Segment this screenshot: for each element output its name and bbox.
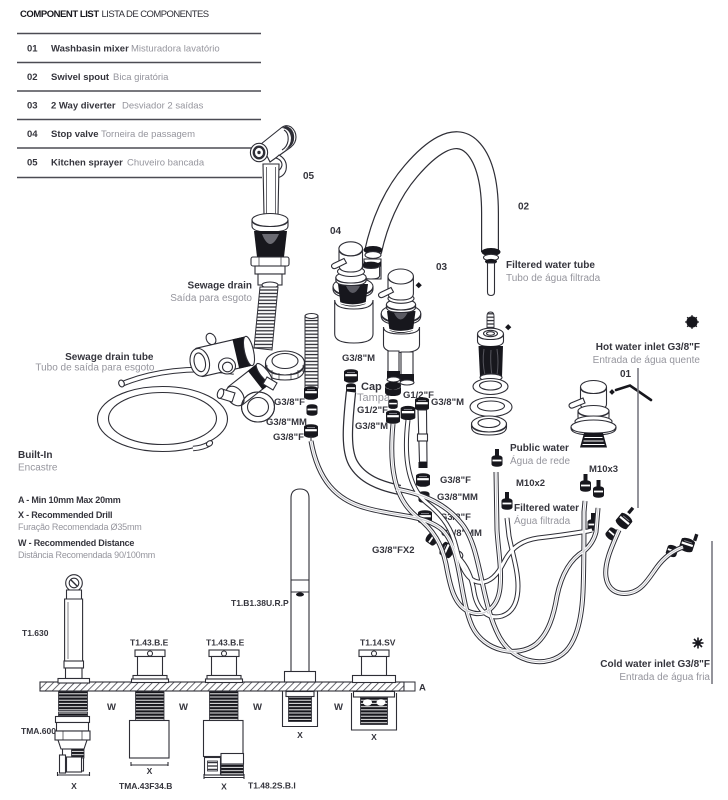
svg-text:02: 02 [518,202,530,213]
svg-text:Torneira de passagem: Torneira de passagem [101,129,195,140]
svg-text:Entrada de água quente: Entrada de água quente [593,355,701,366]
svg-text:Furação Recomendada Ø35mm: Furação Recomendada Ø35mm [18,522,142,532]
svg-text:G3/8"F: G3/8"F [274,397,305,408]
svg-text:G1/2"F: G1/2"F [403,390,434,401]
svg-text:G3/8"F: G3/8"F [440,475,471,486]
svg-text:W - Recommended Distance: W - Recommended Distance [18,538,134,548]
svg-text:01: 01 [620,369,632,380]
svg-text:W: W [253,702,262,713]
svg-text:Tubo de água filtrada: Tubo de água filtrada [506,273,601,284]
svg-text:M10x3: M10x3 [589,464,618,475]
svg-text:03: 03 [436,262,448,273]
svg-text:03: 03 [27,101,38,112]
svg-text:Saída para esgoto: Saída para esgoto [170,293,252,304]
svg-text:Misturadora lavatório: Misturadora lavatório [131,44,220,55]
svg-text:G3/8"MM: G3/8"MM [437,492,478,503]
svg-text:Cold water inlet G3/8"F: Cold water inlet G3/8"F [600,659,710,670]
svg-text:G3/8"F: G3/8"F [273,432,304,443]
svg-text:X: X [371,732,377,742]
svg-text:Washbasin mixer: Washbasin mixer [51,44,129,55]
svg-text:Hot water inlet G3/8"F: Hot water inlet G3/8"F [596,342,700,353]
svg-text:Sewage drain tube: Sewage drain tube [65,352,154,363]
svg-text:G1/2"F: G1/2"F [357,405,388,416]
svg-text:X: X [297,730,303,740]
svg-text:W: W [179,702,188,713]
svg-text:02: 02 [27,72,38,83]
svg-text:Desviador 2 saídas: Desviador 2 saídas [122,101,204,112]
svg-text:X: X [71,781,77,791]
svg-text:Built-In: Built-In [18,450,52,461]
svg-text:TMA.43F34.B: TMA.43F34.B [119,781,172,791]
svg-text:Tubo de saída para esgoto: Tubo de saída para esgoto [35,363,155,374]
svg-text:Cap: Cap [361,381,382,393]
svg-text:X: X [221,782,227,792]
svg-text:X - Recommended Drill: X - Recommended Drill [18,510,112,520]
svg-text:G3/8"M: G3/8"M [431,397,464,408]
svg-text:G3/8"FX2: G3/8"FX2 [372,545,415,556]
svg-text:2 Way diverter: 2 Way diverter [51,101,116,112]
svg-text:Tampa: Tampa [357,392,391,404]
svg-text:04: 04 [330,226,342,237]
svg-text:Public water: Public water [510,443,569,454]
svg-text:T1.48.2S.B.I: T1.48.2S.B.I [248,781,296,791]
svg-text:M10x2: M10x2 [516,478,545,489]
svg-text:T1.B1.38U.R.P: T1.B1.38U.R.P [231,598,289,608]
svg-text:Filtered water tube: Filtered water tube [506,260,595,271]
svg-text:G3/8"MM: G3/8"MM [266,417,307,428]
svg-text:Entrada de água fria: Entrada de água fria [619,672,710,683]
svg-text:04: 04 [27,129,38,140]
svg-text:X: X [147,766,153,776]
svg-text:G3/8"M: G3/8"M [342,353,375,364]
svg-text:A: A [419,683,426,694]
svg-text:G3/8"M: G3/8"M [355,421,388,432]
svg-text:TMA.600: TMA.600 [21,726,56,736]
svg-text:A - Min 10mm Max 20mm: A - Min 10mm Max 20mm [18,495,121,505]
svg-text:Encastre: Encastre [18,463,58,474]
svg-text:W: W [107,702,116,713]
svg-text:T1.630: T1.630 [22,628,49,638]
svg-text:05: 05 [303,171,315,182]
svg-text:01: 01 [27,44,38,55]
svg-text:Água de rede: Água de rede [510,454,570,467]
svg-text:Sewage drain: Sewage drain [188,281,252,292]
svg-text:W: W [334,702,343,713]
svg-text:Swivel spout: Swivel spout [51,72,110,83]
svg-text:Bica giratória: Bica giratória [113,72,169,83]
svg-text:Stop valve: Stop valve [51,129,99,140]
svg-text:T1.43.B.E: T1.43.B.E [130,638,169,648]
svg-text:LISTA DE COMPONENTES: LISTA DE COMPONENTES [102,9,209,20]
svg-text:COMPONENT LIST: COMPONENT LIST [20,9,99,20]
svg-text:05: 05 [27,158,38,169]
svg-text:T1.43.B.E: T1.43.B.E [206,638,245,648]
svg-text:T1.14.SV: T1.14.SV [360,638,396,648]
svg-text:Kitchen sprayer: Kitchen sprayer [51,158,123,169]
svg-text:G3/8"MM: G3/8"MM [441,528,482,539]
svg-text:Distância Recomendada 90/100mm: Distância Recomendada 90/100mm [18,550,155,560]
svg-text:Filtered water: Filtered water [514,503,579,514]
svg-text:Água filtrada: Água filtrada [514,514,571,527]
svg-text:Chuveiro bancada: Chuveiro bancada [127,158,205,169]
